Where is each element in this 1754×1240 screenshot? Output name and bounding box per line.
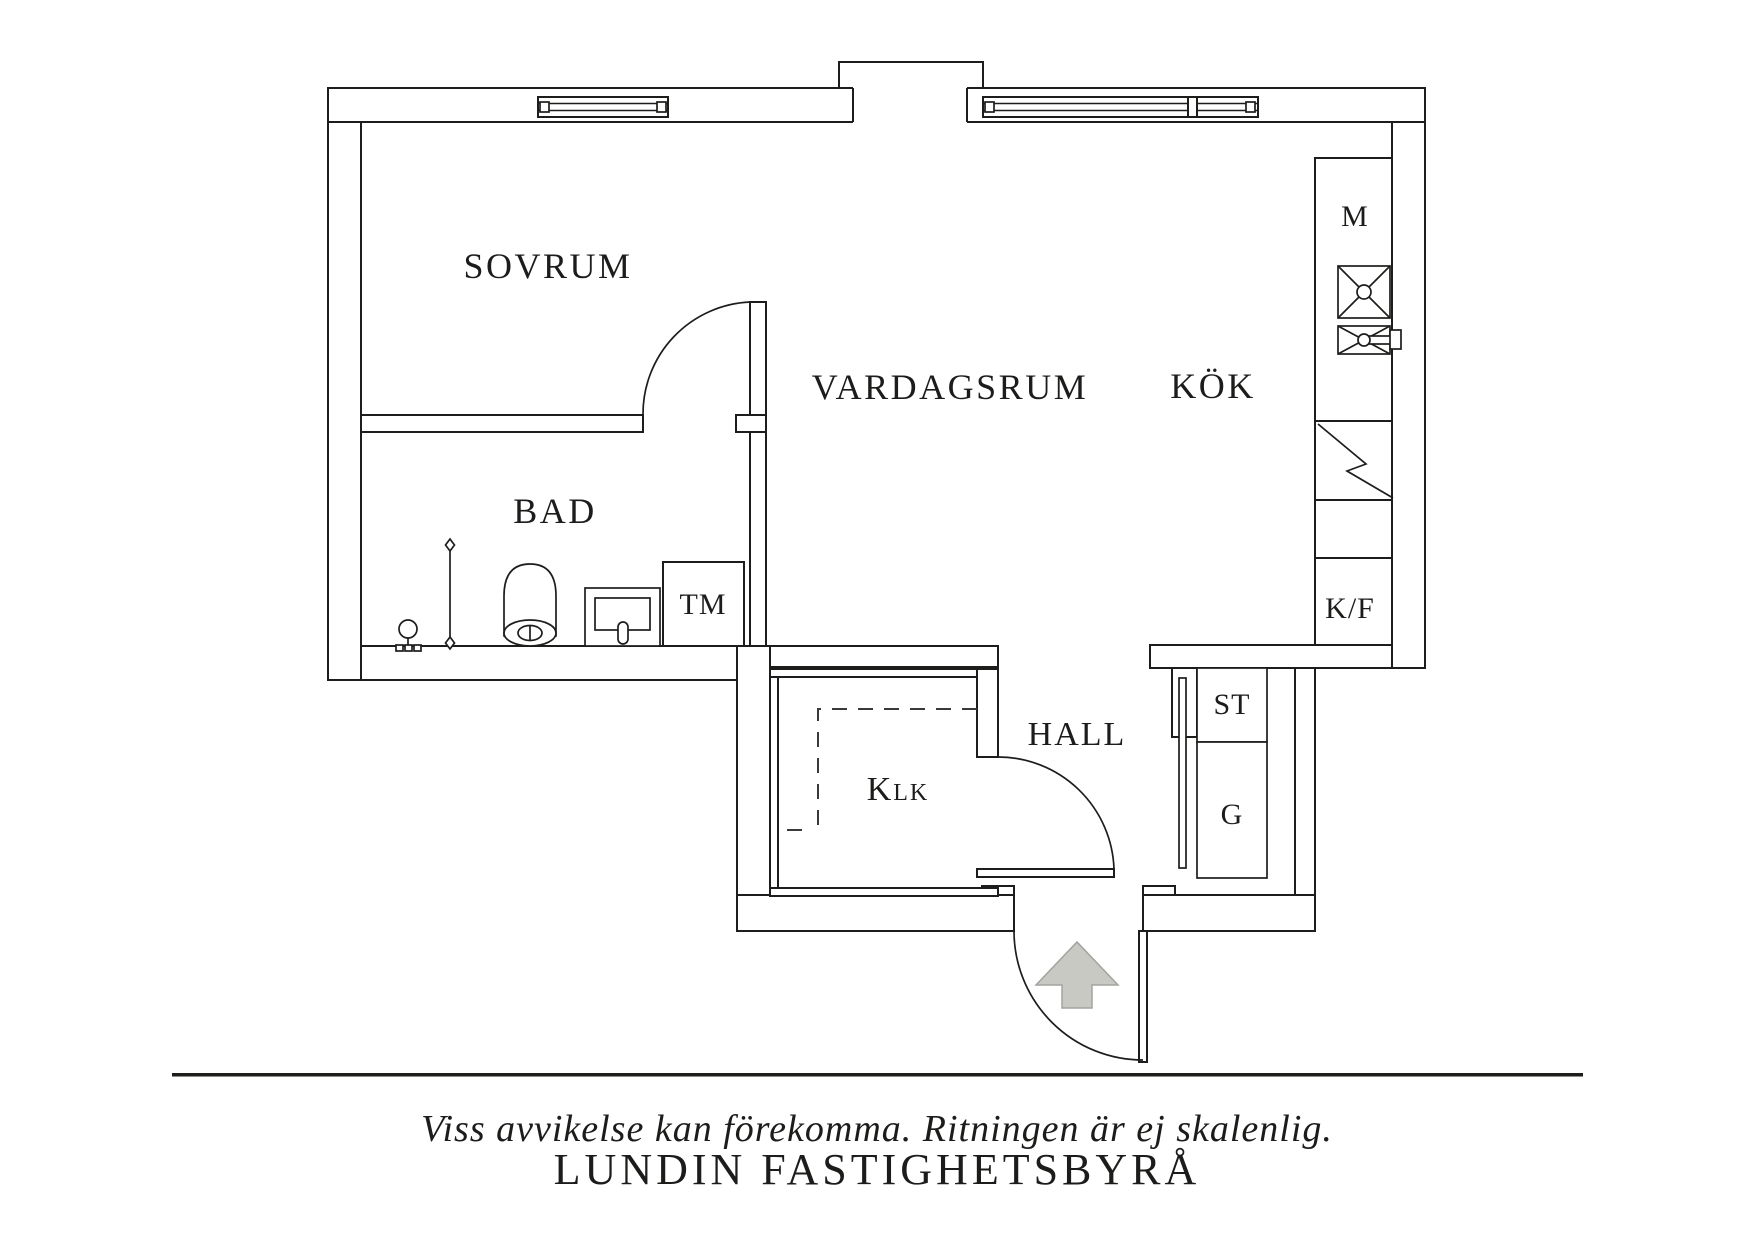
wall-livingroom-hall (769, 645, 999, 668)
rail-end-top (444, 537, 456, 553)
kitchen-sink-small (1337, 325, 1402, 355)
st-closet-box (1196, 667, 1268, 743)
balcony-opening (853, 86, 967, 124)
rail-end-bottom (444, 635, 456, 651)
mixer-knob (398, 619, 418, 639)
label-kitchen: KÖK (1170, 366, 1256, 406)
label-washing-machine: TM (680, 588, 727, 621)
window-end-cap (984, 101, 995, 113)
hall-closets (1171, 667, 1268, 879)
label-livingroom: VARDAGSRUM (812, 367, 1088, 407)
exterior-walls (327, 87, 1426, 932)
window-end-cap (539, 101, 550, 113)
kitchen-counter (1314, 157, 1402, 645)
mixer-base (395, 644, 404, 652)
sink-drain (1356, 284, 1372, 300)
bedroom-door-leaf (749, 301, 767, 416)
sink-drain (1357, 333, 1371, 347)
faucet-base (1389, 329, 1402, 350)
window-glass-lines (538, 102, 668, 112)
shower-mixer (395, 619, 422, 652)
counter-section-lines (1315, 420, 1392, 559)
window-end-cap (656, 101, 667, 113)
wall-hall-right (1294, 667, 1316, 896)
sink-faucet (617, 621, 629, 645)
window-frame (537, 96, 669, 118)
mixer-base (413, 644, 422, 652)
footer-divider (172, 1073, 1583, 1077)
footer-disclaimer: Viss avvikelse kan förekomma. Ritningen … (421, 1108, 1333, 1150)
klk-door-swing-arc (997, 756, 1115, 870)
wall-closet-header (1149, 644, 1393, 669)
wall-hall-bottom-right (1142, 894, 1316, 932)
wall-bath-east (749, 431, 767, 647)
balcony-door (838, 61, 984, 124)
klk-wall-bottom (769, 887, 999, 897)
entry-jamb-right (1142, 885, 1176, 896)
bathroom-sink (584, 587, 661, 647)
washing-machine-box (662, 561, 745, 647)
window-glass-lines (983, 102, 1258, 112)
g-closet-box (1196, 741, 1268, 879)
entry-door-leaf (1138, 930, 1148, 1063)
klk-wall-right (976, 668, 999, 758)
entry-direction-arrow (1034, 940, 1120, 1009)
interior-walls (360, 414, 999, 668)
bedroom-door-swing-arc (642, 301, 751, 416)
label-cleaning-closet: ST (1213, 688, 1250, 721)
label-wardrobe: G (1221, 798, 1244, 831)
label-fridge-freezer: K/F (1325, 592, 1375, 625)
kitchen-sink (1337, 265, 1391, 319)
klk-closet (769, 668, 1115, 897)
window-bedroom (537, 96, 669, 118)
wall-hall-bottom-left (736, 894, 1015, 932)
wall-hall-left (736, 645, 771, 896)
stove-symbol (1317, 423, 1394, 499)
window-mullion (1187, 96, 1198, 118)
footer-brand: LUNDIN FASTIGHETSBYRÅ (554, 1145, 1201, 1194)
bedroom-door (642, 301, 767, 416)
label-hall: HALL (1028, 716, 1127, 753)
bathroom-fixtures (395, 537, 745, 652)
klk-door-leaf (976, 868, 1115, 878)
klk-wardrobe-dashed-line (817, 708, 977, 826)
window-livingroom (982, 96, 1259, 118)
label-walk-in-closet: Klk (867, 771, 930, 808)
shower-rail (444, 537, 456, 651)
toilet (503, 563, 557, 647)
counter-outline (1314, 157, 1392, 645)
mixer-base (404, 644, 413, 652)
label-microwave: M (1341, 200, 1369, 233)
balcony-threshold (838, 61, 984, 88)
window-end-cap (1245, 101, 1256, 113)
room-labels: SOVRUM VARDAGSRUM KÖK BAD HALL Klk TM M … (463, 200, 1375, 831)
klk-wall-top (769, 668, 978, 678)
window-frame (982, 96, 1259, 118)
entry-door-swing-arc (1013, 930, 1144, 1061)
label-bedroom: SOVRUM (463, 246, 632, 286)
klk-wall-left (769, 668, 779, 897)
wall-bedroom-south (360, 414, 644, 433)
wall-left (327, 121, 362, 681)
wall-bottom-left (360, 645, 738, 681)
sliding-door (1178, 677, 1187, 869)
wall-bedroom-door-jamb (735, 414, 767, 433)
balcony-jambs (852, 88, 968, 122)
wall-right (1391, 121, 1426, 669)
entry-door (1013, 930, 1148, 1063)
footer: Viss avvikelse kan förekomma. Ritningen … (172, 1073, 1583, 1194)
label-bathroom: BAD (513, 491, 597, 531)
